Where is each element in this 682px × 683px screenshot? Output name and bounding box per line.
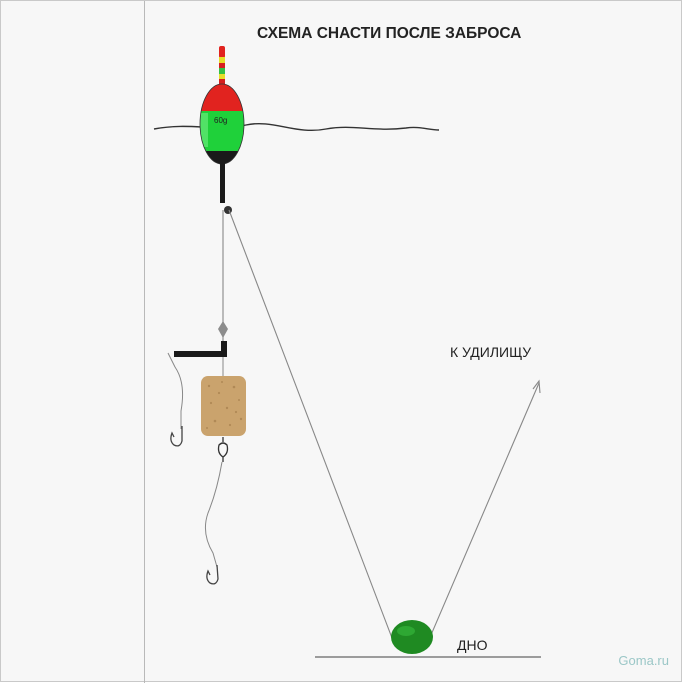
watermark: Goma.ru [618,653,669,668]
left-guide-line [144,1,145,683]
main-line-arrowhead [532,379,541,394]
connector-bead [218,321,228,338]
lower-hook-icon [206,564,219,585]
bottom-label: ДНО [457,637,488,653]
float-weight-label: 60g [214,116,227,125]
float-keel [220,161,225,203]
diagram-title: СХЕМА СНАСТИ ПОСЛЕ ЗАБРОСА [257,25,522,42]
to-rod-label: К УДИЛИЩУ [450,344,532,360]
lower-hook-line [204,461,223,568]
float-antenna [219,46,225,84]
hook-arm-stem [221,341,227,357]
sinker-highlight [397,626,415,636]
feeder-swivel [217,437,229,462]
cork-texture [206,381,243,429]
main-line [228,209,540,648]
sinker [391,620,433,654]
hook-arm [174,351,226,357]
float-body [200,84,244,164]
cork-feeder [201,376,246,436]
water-surface-line [153,122,440,132]
upper-hook-icon [170,426,183,447]
float-swivel [224,206,232,214]
upper-hook-line [167,352,183,429]
